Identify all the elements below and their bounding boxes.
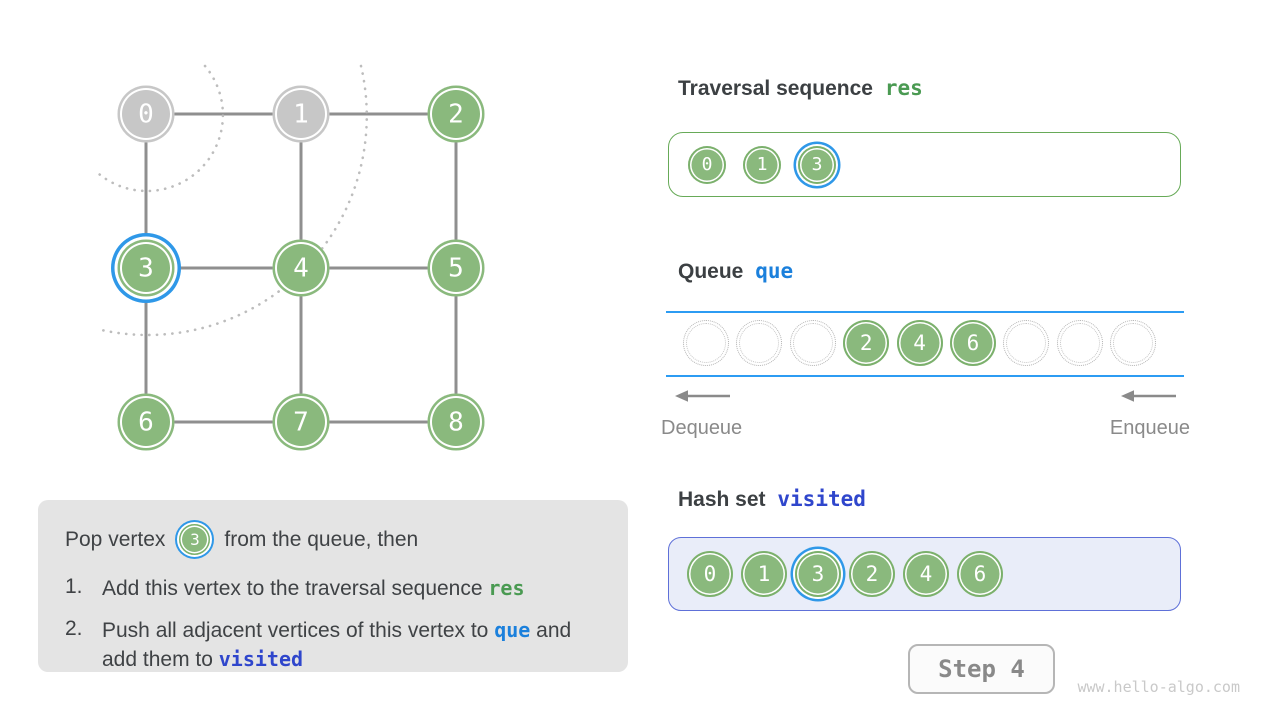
step-number: 2. [65, 617, 83, 641]
traversal-title-text: Traversal sequence [678, 77, 873, 100]
graph-node-7: 7 [272, 393, 330, 451]
explanation-step-1: 1. Add this vertex to the traversal seque… [65, 575, 608, 603]
sequence-circle-0: 0 [688, 145, 726, 184]
watermark-text: www.hello-algo.com [1077, 678, 1240, 696]
graph-node-4: 4 [272, 239, 330, 297]
hashset-title-text: Hash set [678, 488, 766, 511]
step-number: 1. [65, 575, 83, 598]
queue-empty-slot-1 [736, 320, 783, 366]
queue-empty-slot-0 [683, 320, 729, 366]
queue-empty-slot-6 [1003, 320, 1050, 366]
enqueue-arrow-icon [1121, 390, 1176, 402]
queue-empty-slot-8 [1110, 320, 1157, 366]
text-run: Add this vertex to the traversal sequenc… [102, 577, 489, 600]
visited-circle-2: 3 [795, 551, 841, 597]
step-label: Step 4 [938, 655, 1025, 683]
graph-panel: 0 1 2 3 4 5 6 7 8 [0, 0, 640, 500]
text-run: from the queue, then [224, 527, 419, 551]
graph-node-1: 1 [272, 85, 330, 143]
queue-item-5: 6 [949, 320, 996, 366]
explanation-step-2: 2. Push all adjacent vertices of this ver… [65, 617, 608, 674]
keyword-visited: visited [218, 646, 304, 671]
text-run: Pop vertex [65, 527, 166, 551]
explanation-steps-list: 1. Add this vertex to the traversal seque… [65, 575, 608, 674]
step-text: Push all adjacent vertices of this verte… [102, 617, 594, 674]
visited-circle-3: 2 [849, 551, 895, 597]
visited-circle-1: 1 [741, 551, 787, 597]
que-keyword: que [755, 259, 794, 283]
queue-top-line [666, 311, 1184, 313]
res-keyword: res [884, 76, 923, 100]
graph-node-8: 8 [427, 393, 485, 451]
queue-empty-slot-7 [1056, 320, 1103, 366]
visited-circle-0: 0 [687, 551, 733, 597]
step-text: Add this vertex to the traversal sequenc… [102, 575, 594, 603]
visited-circle-4: 4 [903, 551, 949, 597]
dequeue-label: Dequeue [661, 417, 743, 439]
visited-circle-5: 6 [957, 551, 1003, 597]
graph-node-5: 5 [427, 239, 485, 297]
dequeue-arrow-icon [675, 390, 730, 402]
graph-node-3: 3 [117, 239, 175, 297]
keyword-res: res [488, 576, 525, 600]
visited-keyword: visited [777, 487, 866, 511]
graph-node-2: 2 [427, 85, 485, 143]
explanation-panel: Pop vertex 3 from the queue, then 1. Add th… [38, 500, 628, 672]
text-run: Push all adjacent vertices of this verte… [102, 619, 495, 643]
text-run: and add them to [102, 619, 572, 671]
queue-section-title: Queue que [678, 259, 793, 284]
enqueue-label: Enqueue [1109, 417, 1190, 439]
traversal-section-title: Traversal sequence res [678, 76, 923, 101]
queue-item-4: 4 [896, 320, 943, 366]
step-indicator: Step 4 [908, 644, 1055, 694]
queue-title-text: Queue [678, 260, 744, 283]
vertex-chip: 3 [179, 524, 211, 555]
sequence-circle-1: 1 [743, 145, 781, 184]
graph-node-0: 0 [117, 85, 175, 143]
queue-item-3: 2 [843, 320, 890, 366]
sequence-circle-2: 3 [798, 145, 836, 184]
hashset-section-title: Hash set visited [678, 487, 866, 512]
queue-bottom-line [666, 375, 1184, 377]
keyword-que: que [494, 618, 531, 643]
queue-empty-slot-2 [789, 320, 836, 366]
bfs-wave-arc-inner [97, 64, 225, 193]
graph-node-6: 6 [117, 393, 175, 451]
explanation-headline: Pop vertex 3 from the queue, then [65, 520, 608, 559]
